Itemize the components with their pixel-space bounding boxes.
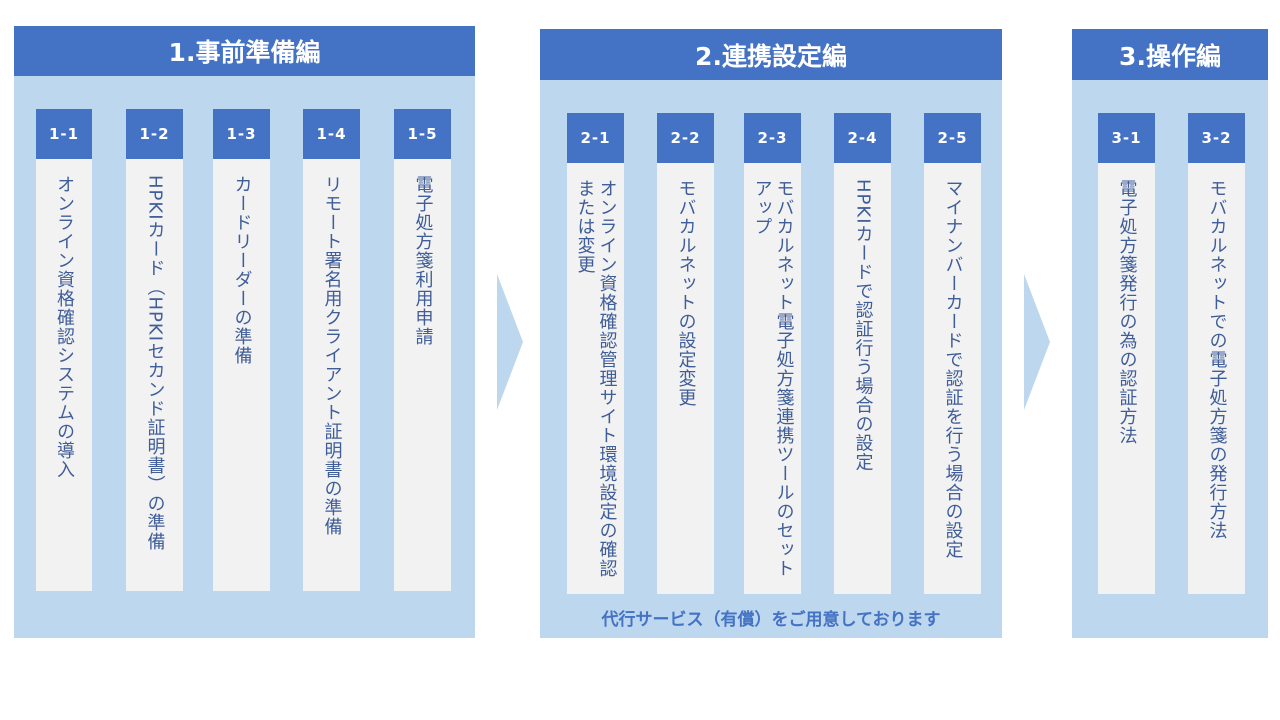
step-code-1-2: 1-2 [126, 109, 183, 159]
step-card-1-1: オンライン資格確認システムの導入 [36, 159, 92, 591]
step-card-2-2: モバカルネットの設定変更 [657, 163, 714, 594]
step-card-2-4: HPKIカードで認証行う場合の設定 [834, 163, 891, 594]
phase-1-title: 1.事前準備編 [14, 26, 475, 76]
step-card-2-1: オンライン資格確認管理サイト環境設定の確認または変更 [567, 163, 624, 594]
phase-3-panel: 3.操作編 3-1 電子処方箋発行の為の認証方法 3-2 モバカルネットでの電子… [1072, 29, 1268, 638]
step-code-2-2: 2-2 [657, 113, 714, 163]
step-code-3-2: 3-2 [1188, 113, 1245, 163]
step-text-3-1: 電子処方箋発行の為の認証方法 [1116, 179, 1138, 445]
step-text-1-5: 電子処方箋利用申請 [412, 175, 434, 346]
step-text-1-4: リモート署名用クライアント証明書の準備 [321, 175, 343, 536]
step-text-2-1: オンライン資格確認管理サイト環境設定の確認または変更 [574, 179, 618, 578]
step-code-1-3: 1-3 [213, 109, 270, 159]
phase-1-panel: 1.事前準備編 1-1 オンライン資格確認システムの導入 1-2 HPKIカード… [14, 26, 475, 638]
step-code-2-5: 2-5 [924, 113, 981, 163]
step-text-2-5: マイナンバーカードで認証を行う場合の設定 [942, 179, 964, 559]
step-card-1-4: リモート署名用クライアント証明書の準備 [303, 159, 360, 591]
step-card-3-2: モバカルネットでの電子処方箋の発行方法 [1188, 163, 1245, 594]
step-card-2-3: モバカルネット電子処方箋連携ツールのセットアップ [744, 163, 801, 594]
service-note: 代行サービス（有償）をご用意しております [601, 610, 941, 630]
step-card-1-2: HPKIカード（HPKIセカンド証明書）の準備 [126, 159, 183, 591]
step-code-2-1: 2-1 [567, 113, 624, 163]
step-text-1-3: カードリーダーの準備 [231, 175, 253, 365]
step-text-2-3: モバカルネット電子処方箋連携ツールのセットアップ [751, 179, 795, 578]
step-code-2-4: 2-4 [834, 113, 891, 163]
step-code-1-5: 1-5 [394, 109, 451, 159]
step-text-1-2: HPKIカード（HPKIセカンド証明書）の準備 [144, 175, 166, 552]
phase-2-title: 2.連携設定編 [540, 29, 1002, 80]
chevron-arrow-icon [1024, 274, 1050, 410]
step-card-1-3: カードリーダーの準備 [213, 159, 270, 591]
chevron-arrow-icon [497, 274, 523, 410]
step-card-2-5: マイナンバーカードで認証を行う場合の設定 [924, 163, 981, 594]
step-text-2-2: モバカルネットの設定変更 [675, 179, 697, 407]
step-text-3-2: モバカルネットでの電子処方箋の発行方法 [1206, 179, 1228, 540]
step-card-3-1: 電子処方箋発行の為の認証方法 [1098, 163, 1155, 594]
step-code-3-1: 3-1 [1098, 113, 1155, 163]
step-code-2-3: 2-3 [744, 113, 801, 163]
step-card-1-5: 電子処方箋利用申請 [394, 159, 451, 591]
step-code-1-4: 1-4 [303, 109, 360, 159]
phase-2-panel: 2.連携設定編 2-1 オンライン資格確認管理サイト環境設定の確認または変更 2… [540, 29, 1002, 638]
step-code-1-1: 1-1 [36, 109, 92, 159]
phase-3-title: 3.操作編 [1072, 29, 1268, 80]
step-text-1-1: オンライン資格確認システムの導入 [54, 175, 75, 479]
step-text-2-4: HPKIカードで認証行う場合の設定 [852, 179, 874, 472]
